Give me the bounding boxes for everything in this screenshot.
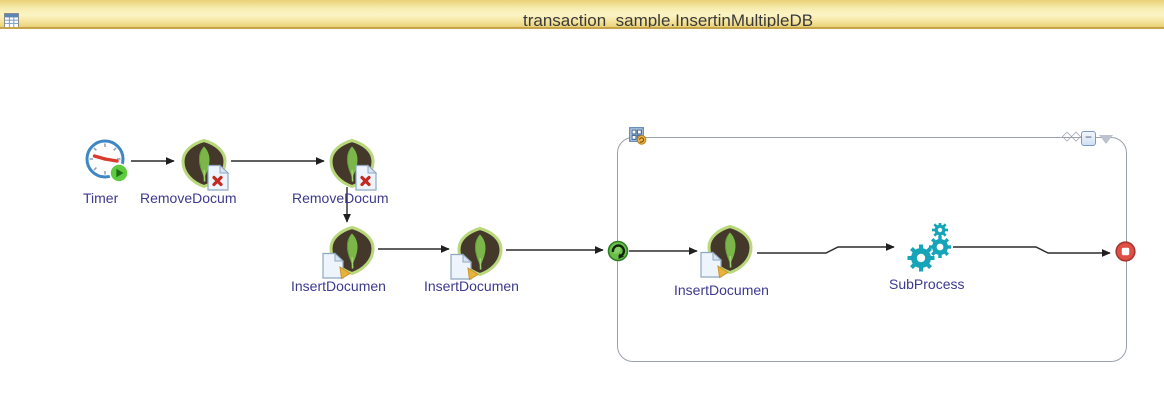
remove-badge-icon <box>355 164 378 191</box>
connector-insert3-subprocess[interactable] <box>757 243 895 254</box>
mongodb-insert-document-icon[interactable] <box>450 227 503 281</box>
insert-document-3-label: InsertDocumen <box>674 282 769 298</box>
insert-badge-icon <box>322 252 351 280</box>
connector-subprocess-end[interactable] <box>953 246 1111 257</box>
mongodb-insert-document-icon[interactable] <box>700 225 753 279</box>
timer-label: Timer <box>83 190 119 206</box>
group-end-circle-icon[interactable] <box>1115 241 1136 262</box>
play-badge-icon <box>116 168 124 178</box>
mongodb-remove-document-icon[interactable] <box>329 139 379 191</box>
insert-document-1-label: InsertDocumen <box>291 278 386 294</box>
timer-icon[interactable] <box>85 139 131 185</box>
connector-layer <box>131 157 1111 257</box>
subprocess-label: SubProcess <box>889 276 965 292</box>
group-link-icon: ◇◇ <box>1062 128 1081 143</box>
insert-badge-icon <box>700 251 729 279</box>
transaction-group-icon <box>629 127 647 145</box>
insert-badge-icon <box>450 253 479 281</box>
group-dropdown-arrow-icon[interactable] <box>1099 135 1113 144</box>
group-start-circle-icon[interactable] <box>607 240 629 262</box>
mongodb-remove-document-icon[interactable] <box>181 139 231 191</box>
subprocess-gears-icon[interactable] <box>903 223 953 275</box>
mongodb-insert-document-icon[interactable] <box>322 226 375 280</box>
spreadsheet-table-icon <box>4 13 19 27</box>
insert-document-2-label: InsertDocumen <box>424 278 519 294</box>
remove-document-2-label: RemoveDocum <box>292 190 389 206</box>
editor-tab-bar[interactable]: transaction_sample.InsertinMultipleDB <box>0 0 1164 29</box>
process-tab-title: transaction_sample.InsertinMultipleDB <box>523 11 814 29</box>
group-collapse-button[interactable]: − <box>1081 131 1096 146</box>
process-canvas[interactable]: Timer RemoveDocum <box>0 31 1164 411</box>
remove-document-1-label: RemoveDocum <box>140 190 237 206</box>
remove-badge-icon <box>207 164 230 191</box>
